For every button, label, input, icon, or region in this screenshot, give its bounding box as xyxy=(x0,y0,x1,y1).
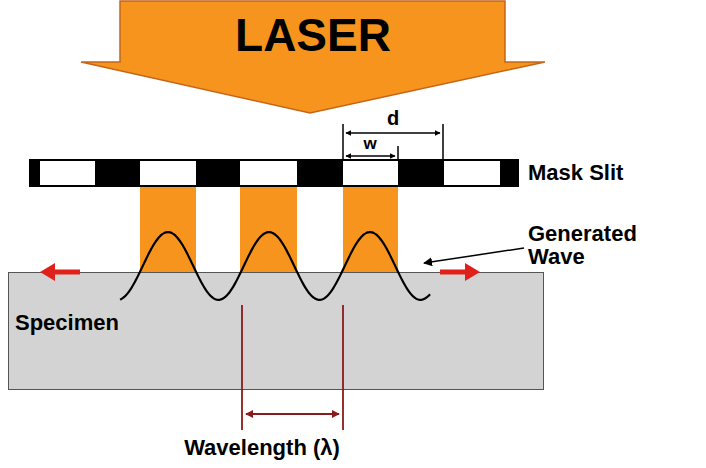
mask-block xyxy=(398,160,444,186)
dimension-label: Wavelength (λ) xyxy=(184,436,340,459)
part-label: Mask Slit xyxy=(528,161,623,184)
arrow-shape xyxy=(81,1,545,113)
laser-beams xyxy=(140,187,398,272)
w-dimension xyxy=(346,155,395,157)
laser-beam xyxy=(240,187,297,272)
mask-block xyxy=(196,160,240,186)
mask-block xyxy=(500,160,518,186)
laser-beam xyxy=(140,187,196,272)
leader-line xyxy=(424,248,524,263)
dimension-label: w xyxy=(363,135,376,153)
specimen-block: Specimen xyxy=(8,272,544,390)
red-arrow-shaft xyxy=(52,270,80,275)
red-arrow-shaft xyxy=(440,270,468,275)
d-dimension xyxy=(346,132,440,134)
dim-tick xyxy=(397,146,399,160)
wavelength-marker xyxy=(242,305,343,430)
generated-wave xyxy=(120,232,430,300)
mask-slit xyxy=(30,160,518,186)
red-arrow-head xyxy=(40,263,55,281)
wavelength-arrow xyxy=(246,413,339,415)
specimen-label: Specimen xyxy=(15,311,543,335)
wavelength-tick xyxy=(241,305,243,430)
mask-bar xyxy=(30,160,518,186)
laser-beam xyxy=(343,187,398,272)
mask-block xyxy=(30,160,40,186)
red-arrow-head xyxy=(465,263,480,281)
dimension-lines xyxy=(343,124,443,160)
mask-segments xyxy=(30,160,518,186)
propagation-arrows xyxy=(40,263,480,281)
mask-block xyxy=(95,160,140,186)
laser-arrow: LASER xyxy=(80,0,546,114)
mask-block xyxy=(297,160,343,186)
part-label: Generated Wave xyxy=(528,222,658,268)
wavelength-tick xyxy=(342,305,344,430)
dim-tick xyxy=(442,124,444,160)
dimension-label: d xyxy=(387,108,399,129)
laser-label: LASER xyxy=(80,10,546,61)
dim-tick xyxy=(342,124,344,160)
